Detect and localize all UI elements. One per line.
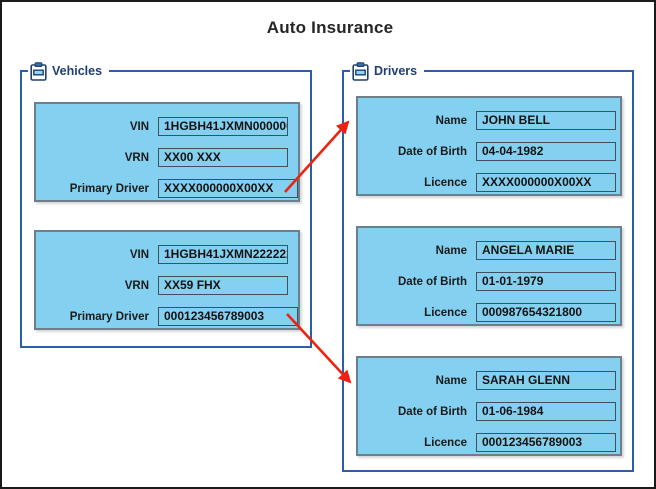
field-row: Licence 000987654321800	[358, 303, 624, 322]
group-vehicles: Vehicles VIN 1HGBH41JXMN000000 VRN XX00 …	[20, 60, 312, 348]
field-label: VIN	[129, 248, 149, 261]
group-drivers-legend[interactable]: Drivers	[350, 60, 425, 82]
field-row: Primary Driver XXXX000000X00XX	[36, 179, 302, 198]
page-title: Auto Insurance	[266, 18, 394, 37]
vehicle-card-2[interactable]: VIN 1HGBH41JXMN222222 VRN XX59 FHX Prima…	[34, 230, 300, 330]
field-label: Date of Birth	[398, 405, 467, 418]
vehicle-card-1[interactable]: VIN 1HGBH41JXMN000000 VRN XX00 XXX Prima…	[34, 102, 300, 202]
field-value-date-of-birth[interactable]: 01-06-1984	[476, 402, 616, 421]
field-row: VIN 1HGBH41JXMN222222	[36, 245, 302, 264]
field-value-date-of-birth[interactable]: 04-04-1982	[476, 142, 616, 161]
field-value-vin[interactable]: 1HGBH41JXMN000000	[158, 117, 288, 136]
field-label: Licence	[424, 176, 467, 189]
field-row: Primary Driver 000123456789003	[36, 307, 302, 326]
field-row: Name SARAH GLENN	[358, 371, 624, 390]
field-value-date-of-birth[interactable]: 01-01-1979	[476, 272, 616, 291]
driver-card-1[interactable]: Name JOHN BELL Date of Birth 04-04-1982 …	[356, 96, 622, 196]
field-row: VRN XX59 FHX	[36, 276, 302, 295]
driver-card-3[interactable]: Name SARAH GLENN Date of Birth 01-06-198…	[356, 356, 622, 456]
field-value-name[interactable]: ANGELA MARIE	[476, 241, 616, 260]
clipboard-collapse-icon[interactable]	[352, 61, 369, 81]
field-label: Primary Driver	[69, 310, 149, 323]
field-label: Licence	[424, 306, 467, 319]
field-row: VRN XX00 XXX	[36, 148, 302, 167]
field-value-licence[interactable]: 000987654321800	[476, 303, 616, 322]
field-label: Name	[435, 114, 467, 127]
field-row: Date of Birth 04-04-1982	[358, 142, 624, 161]
field-value-licence[interactable]: XXXX000000X00XX	[476, 173, 616, 192]
field-value-primary-driver[interactable]: XXXX000000X00XX	[158, 179, 298, 198]
clipboard-collapse-icon[interactable]	[30, 61, 47, 81]
field-value-primary-driver[interactable]: 000123456789003	[158, 307, 298, 326]
field-row: Date of Birth 01-06-1984	[358, 402, 624, 421]
field-label: Date of Birth	[398, 275, 467, 288]
field-row: Licence XXXX000000X00XX	[358, 173, 624, 192]
field-row: Name ANGELA MARIE	[358, 241, 624, 260]
field-row: Name JOHN BELL	[358, 111, 624, 130]
field-label: Primary Driver	[69, 182, 149, 195]
field-value-vrn[interactable]: XX59 FHX	[158, 276, 288, 295]
field-row: VIN 1HGBH41JXMN000000	[36, 117, 302, 136]
group-vehicles-legend[interactable]: Vehicles	[28, 60, 110, 82]
field-label: VRN	[124, 279, 149, 292]
field-label: VRN	[124, 151, 149, 164]
field-value-vin[interactable]: 1HGBH41JXMN222222	[158, 245, 288, 264]
group-drivers: Drivers Name JOHN BELL Date of Birth 04-…	[342, 60, 634, 472]
field-label: Licence	[424, 436, 467, 449]
field-row: Licence 000123456789003	[358, 433, 624, 452]
field-value-name[interactable]: SARAH GLENN	[476, 371, 616, 390]
field-value-name[interactable]: JOHN BELL	[476, 111, 616, 130]
field-label: Name	[435, 244, 467, 257]
field-label: Date of Birth	[398, 145, 467, 158]
field-value-vrn[interactable]: XX00 XXX	[158, 148, 288, 167]
field-row: Date of Birth 01-01-1979	[358, 272, 624, 291]
group-drivers-label: Drivers	[374, 64, 418, 78]
field-value-licence[interactable]: 000123456789003	[476, 433, 616, 452]
group-vehicles-label: Vehicles	[52, 64, 103, 78]
driver-card-2[interactable]: Name ANGELA MARIE Date of Birth 01-01-19…	[356, 226, 622, 326]
field-label: VIN	[129, 120, 149, 133]
field-label: Name	[435, 374, 467, 387]
